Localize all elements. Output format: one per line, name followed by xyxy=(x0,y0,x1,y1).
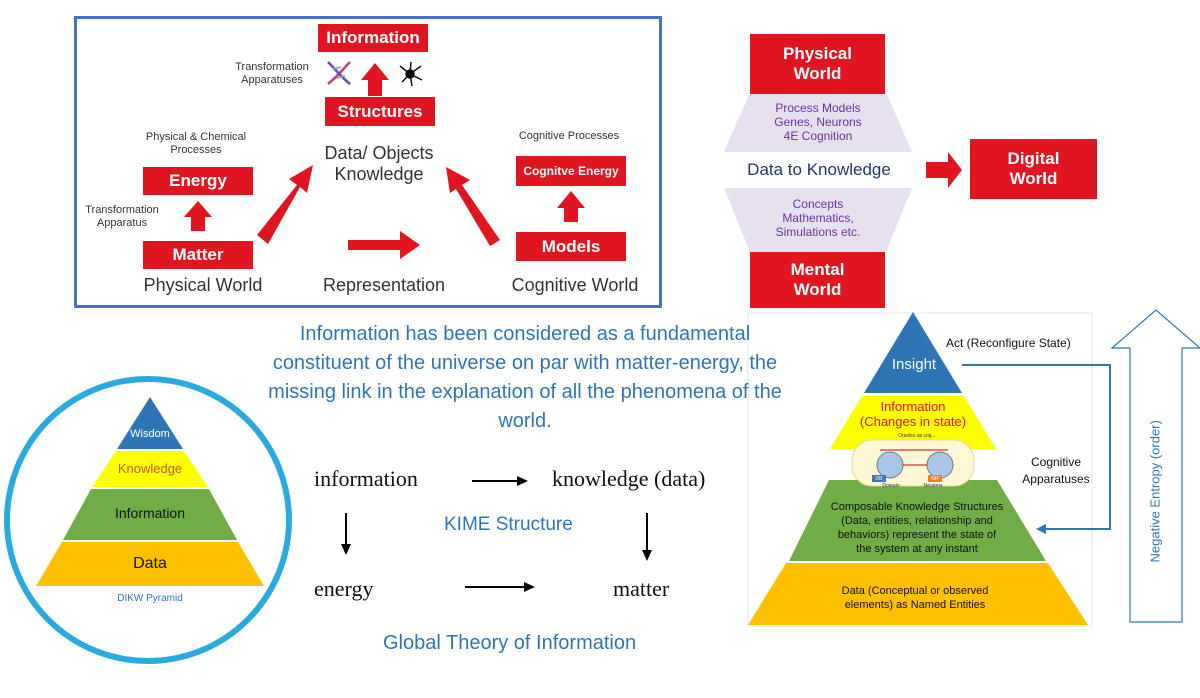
concepts-text: Concepts Mathematics, Simulations etc. xyxy=(775,197,861,239)
data-layer xyxy=(748,563,1088,625)
act-label: Act (Reconfigure State) xyxy=(946,336,1071,350)
inset-nr-label: NR xyxy=(931,476,939,482)
kime-knowledge-label: knowledge (data) xyxy=(552,466,706,491)
dikw-data-label: Data xyxy=(133,555,167,572)
physical-world-label: Physical World xyxy=(143,275,263,295)
process-models-text: Process Models Genes, Neurons 4E Cogniti… xyxy=(774,101,862,143)
dikw-wisdom-layer xyxy=(117,397,183,449)
neuron-icon xyxy=(399,61,423,87)
structures-box: Structures xyxy=(325,97,435,126)
dikw-knowledge-layer xyxy=(92,451,208,487)
inset-db-label: DB xyxy=(875,476,883,482)
inset-domain-label: Domain xyxy=(882,483,900,489)
matter-to-energy-arrow xyxy=(184,201,212,231)
matter-to-knowledge-arrow xyxy=(257,165,313,244)
inset-neurons-label: Neurons xyxy=(923,483,943,489)
models-box: Models xyxy=(516,232,626,261)
dikw-data-layer xyxy=(36,542,264,586)
information-changes-label: Information (Changes in state) xyxy=(859,399,967,429)
dikw-information-layer xyxy=(63,489,237,540)
negative-entropy-label: Negative Entropy (order) xyxy=(1147,420,1163,563)
insight-layer xyxy=(864,312,962,393)
dikw-information-label: Information xyxy=(114,505,186,521)
kime-arrows xyxy=(341,476,652,592)
energy-box: Energy xyxy=(143,167,253,195)
dikw-circle xyxy=(4,376,292,664)
global-theory-label: Global Theory of Information xyxy=(383,632,637,654)
models-to-knowledge-arrow xyxy=(446,167,500,246)
cognitive-apparatuses-label: Cognitive Apparatuses xyxy=(1022,455,1090,486)
dikw-wisdom-label: Wisdom xyxy=(130,428,170,440)
cognitive-apparatus-inset xyxy=(851,439,975,487)
dikw-knowledge-label: Knowledge xyxy=(117,461,183,476)
physical-chemical-processes-label: Physical & Chemical Processes xyxy=(145,131,247,156)
information-layer xyxy=(830,396,996,449)
composable-knowledge-label: Composable Knowledge Structures (Data, e… xyxy=(830,501,1004,555)
representation-label: Representation xyxy=(322,275,446,295)
kime-information-label: information xyxy=(314,466,418,491)
inset-top-label: Oracles as cog... xyxy=(898,433,936,439)
transformation-apparatuses-label: Transformation Apparatuses xyxy=(235,61,309,86)
kime-structure-label: KIME Structure xyxy=(444,514,573,535)
insight-label: Insight xyxy=(891,356,937,373)
models-to-cognitive-energy-arrow xyxy=(557,191,585,222)
matter-box: Matter xyxy=(143,241,253,269)
act-feedback-line xyxy=(962,364,1111,530)
data-to-knowledge-label: Data to Knowledge xyxy=(730,156,908,184)
dikw-caption: DIKW Pyramid xyxy=(117,593,183,604)
information-box: Information xyxy=(318,24,428,52)
digital-world-box: Digital World xyxy=(970,139,1097,199)
data-named-entities-label: Data (Conceptual or observed elements) a… xyxy=(841,585,989,611)
dna-icon xyxy=(327,61,351,85)
structures-to-information-arrow xyxy=(361,63,389,96)
act-feedback-arrowhead xyxy=(1036,524,1046,534)
transformation-diagram-panel xyxy=(74,16,662,308)
upper-trapezoid xyxy=(724,92,912,152)
right-pyramid-frame xyxy=(747,312,1093,627)
cognitive-energy-box: Cognitve Energy xyxy=(516,156,626,186)
negative-entropy-arrow xyxy=(1110,309,1200,623)
physical-world-box: Physical World xyxy=(750,34,885,94)
lower-trapezoid xyxy=(724,188,912,252)
cognitive-world-label: Cognitive World xyxy=(511,275,639,295)
kime-matter-label: matter xyxy=(613,576,670,601)
data-objects-knowledge-label: Data/ Objects Knowledge xyxy=(324,143,434,184)
to-digital-world-arrow xyxy=(926,152,962,188)
composable-layer xyxy=(789,480,1046,561)
information-quote: Information has been considered as a fun… xyxy=(268,323,782,432)
kime-energy-label: energy xyxy=(314,576,374,601)
representation-arrow xyxy=(348,231,420,259)
mental-world-box: Mental World xyxy=(750,252,885,308)
transformation-apparatus-label: Transformation Apparatus xyxy=(85,204,159,229)
cognitive-processes-label: Cognitive Processes xyxy=(518,130,620,142)
